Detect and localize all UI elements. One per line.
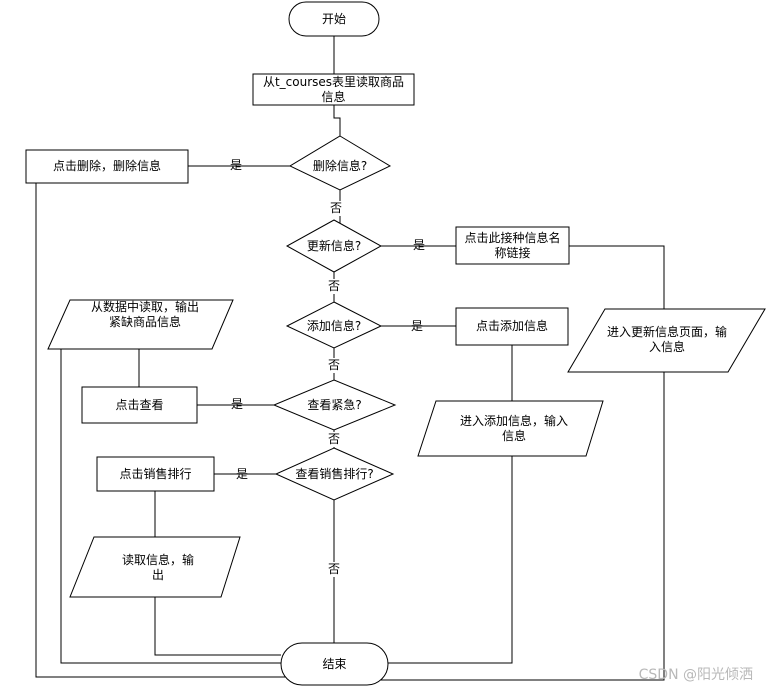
- ranking-process-box: [96, 456, 215, 492]
- update-link-box: [455, 226, 570, 265]
- connector-shortage-to-end: [60, 327, 281, 664]
- read-info-box: [252, 73, 415, 106]
- yes-label-update: 是: [413, 238, 426, 252]
- yes-label-delete: 是: [230, 158, 243, 172]
- connector-read-delete: [333, 105, 341, 136]
- decision-urgent-shape: [272, 379, 397, 431]
- no-label-urgent: 否: [328, 432, 341, 447]
- no-label-update: 否: [328, 279, 341, 294]
- read-info-label: 从t_courses表里读取商品信息: [262, 75, 405, 104]
- delete-process-box: [25, 149, 189, 184]
- decision-update-shape: [285, 219, 383, 273]
- decision-delete-label: 删除信息?: [312, 158, 368, 173]
- io-shortage-label: 从数据中读取，输出紧缺商品信息: [90, 300, 199, 329]
- ranking-process-label: 点击销售排行: [119, 466, 192, 481]
- decision-delete-shape: [288, 135, 392, 191]
- io-update-label: 进入更新信息页面，输入信息: [606, 325, 727, 354]
- no-label-delete: 否: [330, 201, 343, 216]
- end-terminal: 结束: [322, 656, 347, 671]
- decision-urgent-label: 查看紧急?: [307, 397, 362, 412]
- start-terminal: 开始: [321, 11, 346, 26]
- no-label-add: 否: [328, 358, 341, 373]
- connector-link-to-update: [569, 245, 665, 309]
- start-terminal-shape: [288, 1, 380, 37]
- view-process-box: [81, 386, 198, 424]
- io-update-shape: [567, 308, 766, 373]
- update-link-label: 点击此接种信息名称链接: [464, 230, 561, 260]
- decision-ranking-shape: [274, 447, 395, 501]
- add-process-label: 点击添加信息: [475, 319, 548, 333]
- io-read-label: 读取信息，输出: [122, 553, 195, 582]
- io-add-label: 进入添加信息，输入信息: [459, 414, 568, 443]
- io-add-shape: [417, 400, 604, 457]
- watermark: CSDN @阳光倾洒: [638, 667, 753, 683]
- connector-addinput-to-end: [388, 456, 513, 664]
- connectors: [35, 36, 665, 681]
- add-process-box: [455, 307, 569, 346]
- yes-label-urgent: 是: [231, 397, 244, 411]
- connector-delete-to-end: [35, 183, 334, 678]
- decision-add-shape: [285, 301, 383, 349]
- shapes: [25, 1, 766, 686]
- decision-update-label: 更新信息?: [306, 238, 362, 253]
- end-terminal-shape: [280, 642, 389, 686]
- connector-update-to-end: [330, 372, 665, 681]
- decision-add-label: 添加信息?: [306, 318, 362, 333]
- yes-label-ranking: 是: [236, 467, 249, 481]
- yes-label-add: 是: [411, 319, 424, 333]
- view-process-label: 点击查看: [115, 397, 164, 412]
- delete-process-label: 点击删除，删除信息: [52, 159, 161, 173]
- io-shortage-shape: [47, 299, 234, 350]
- no-label-ranking: 否: [328, 562, 341, 577]
- decision-ranking-label: 查看销售排行?: [295, 466, 374, 481]
- io-read-shape: [69, 536, 241, 598]
- connector-read-to-end: [154, 597, 281, 656]
